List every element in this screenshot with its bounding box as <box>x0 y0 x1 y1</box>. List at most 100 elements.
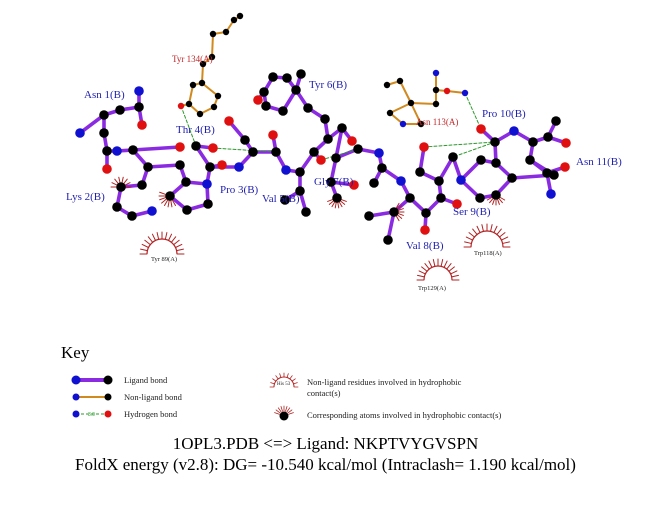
key-hydrogen-bond-label: Hydrogen bond <box>124 409 178 419</box>
carbon-atom <box>236 12 244 20</box>
label-pro3: Pro 3(B) <box>220 184 259 196</box>
hydrogen-bond <box>452 141 496 158</box>
carbon-atom <box>417 120 425 128</box>
carbon-atom <box>331 153 341 163</box>
carbon-atom <box>383 235 393 245</box>
carbon-atom <box>240 135 250 145</box>
nitrogen-atom <box>134 86 144 96</box>
key-ligand-bond-label: Ligand bond <box>124 375 168 385</box>
carbon-atom <box>205 162 215 172</box>
carbon-atom <box>295 167 305 177</box>
key-nonligand-bond-label: Non-ligand bond <box>124 392 183 402</box>
carbon-atom <box>295 186 305 196</box>
oxygen-atom <box>102 164 112 174</box>
carbon-atom <box>203 199 213 209</box>
oxygen-atom <box>224 116 234 126</box>
key-hydrophobic-residues-label: Non-ligand residues involved in hydropho… <box>307 377 462 387</box>
nitrogen-atom <box>112 146 122 156</box>
hydrophobic-arc-trp129 <box>416 258 460 281</box>
oxygen-atom <box>268 130 278 140</box>
carbon-atom <box>196 110 204 118</box>
carbon-atom <box>271 147 281 157</box>
carbon-atom <box>185 100 193 108</box>
ligand-bond <box>334 126 344 160</box>
label-trp129: Trp129(A) <box>418 285 446 292</box>
oxygen-atom <box>443 87 451 95</box>
oxygen-atom <box>476 124 486 134</box>
carbon-atom <box>353 144 363 154</box>
key-nonligand-bond: Non-ligand bond <box>72 392 183 402</box>
key-ligand-bond: Ligand bond <box>71 375 168 385</box>
atoms <box>75 12 571 245</box>
oxygen-atom <box>349 180 359 190</box>
nitrogen-atom <box>399 120 407 128</box>
nitrogen-atom <box>202 179 212 189</box>
nonligand-bond <box>399 80 412 104</box>
carbon-atom <box>383 81 391 89</box>
carbon-atom <box>507 173 517 183</box>
carbon-atom <box>389 207 399 217</box>
label-val5: Val 5(B) <box>262 193 300 205</box>
nitrogen-atom <box>461 89 469 97</box>
carbon-atom <box>278 106 288 116</box>
oxygen-atom <box>316 155 326 165</box>
key-hydrophobic-residue: His 53 Non-ligand residues involved in h… <box>269 372 462 398</box>
carbon-atom <box>448 152 458 162</box>
hydrophobic-contacts <box>110 176 511 281</box>
nitrogen-atom <box>147 206 157 216</box>
carbon-atom <box>191 141 201 151</box>
hydrogen-bonds <box>180 92 496 161</box>
ligand-bond <box>146 163 182 169</box>
carbon-atom <box>551 116 561 126</box>
carbon-atom <box>165 191 175 201</box>
carbon-atom <box>490 137 500 147</box>
carbon-atom <box>222 28 230 36</box>
carbon-atom <box>309 147 319 157</box>
carbon-atom <box>181 177 191 187</box>
carbon-atom <box>261 101 271 111</box>
oxygen-atom <box>137 120 147 130</box>
carbon-atom <box>436 193 446 203</box>
oxygen-atom <box>217 160 227 170</box>
carbon-atom <box>323 134 333 144</box>
key-title: Key <box>61 343 90 362</box>
carbon-atom <box>280 195 290 205</box>
hydrogen-bond <box>212 147 277 153</box>
hydrogen-bond <box>180 105 197 147</box>
hydrogen-bond <box>320 148 359 161</box>
hydrophobic-atom-pro3 <box>158 191 176 208</box>
nonligand-bond <box>211 33 214 58</box>
oxygen-atom <box>452 199 462 209</box>
ligand-bond <box>131 145 182 152</box>
carbon-atom <box>432 86 440 94</box>
carbon-atom <box>364 211 374 221</box>
hydrophobic-atom-ser9 <box>486 197 506 206</box>
oxygen-atom <box>561 138 571 148</box>
carbon-atom <box>208 53 216 61</box>
carbon-atom <box>102 146 112 156</box>
carbon-atom <box>432 100 440 108</box>
carbon-atom <box>301 207 311 217</box>
carbon-atom <box>386 109 394 117</box>
nitrogen-atom <box>456 175 466 185</box>
oxygen-atom <box>420 225 430 235</box>
hydrogen-bond <box>423 141 496 148</box>
carbon-atom <box>175 160 185 170</box>
nitrogen-atom <box>234 162 244 172</box>
carbon-atom <box>214 92 222 100</box>
label-tyr89: Tyr 89(A) <box>151 256 177 263</box>
carbon-atom <box>332 193 342 203</box>
carbon-atom <box>434 176 444 186</box>
carbon-atom <box>248 147 258 157</box>
oxygen-atom <box>253 95 263 105</box>
key-example-residue: His 53 <box>277 382 291 387</box>
carbon-atom <box>549 170 559 180</box>
carbon-atom <box>210 103 218 111</box>
carbon-atom <box>128 145 138 155</box>
ligand-bond <box>78 113 106 135</box>
nitrogen-atom <box>75 128 85 138</box>
carbon-atom <box>405 193 415 203</box>
oxygen-atom <box>177 102 185 110</box>
label-thr4: Thr 4(B) <box>176 124 215 136</box>
